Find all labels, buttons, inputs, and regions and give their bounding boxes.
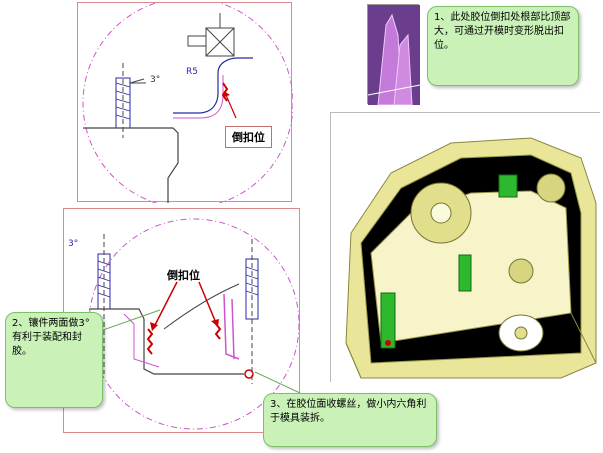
note-2: 2、镶件两面做3°有利于装配和封胶。 [5, 312, 103, 408]
angle-label-top: 3° [150, 75, 161, 85]
undercut-3d-thumbnail [367, 4, 420, 105]
undercut-label-top: 倒扣位 [225, 126, 272, 148]
undercut-3d-shape [368, 5, 420, 105]
angle-label-bottom: 3° [68, 239, 79, 249]
top-detail-panel: 3° R5 倒扣位 [77, 2, 293, 203]
note-1: 1、此处胶位倒扣处根部比顶部大，可通过开模时变形脱出扣位。 [427, 6, 579, 86]
top-detail-drawing [82, 3, 293, 203]
mold-3d-render [331, 113, 601, 383]
radius-label: R5 [186, 67, 198, 77]
mold-3d-panel [330, 112, 601, 383]
note-3: 3、在胶位面收螺丝，做小内六角利于模具装拆。 [263, 393, 437, 447]
undercut-label-bottom: 倒扣位 [167, 269, 200, 282]
